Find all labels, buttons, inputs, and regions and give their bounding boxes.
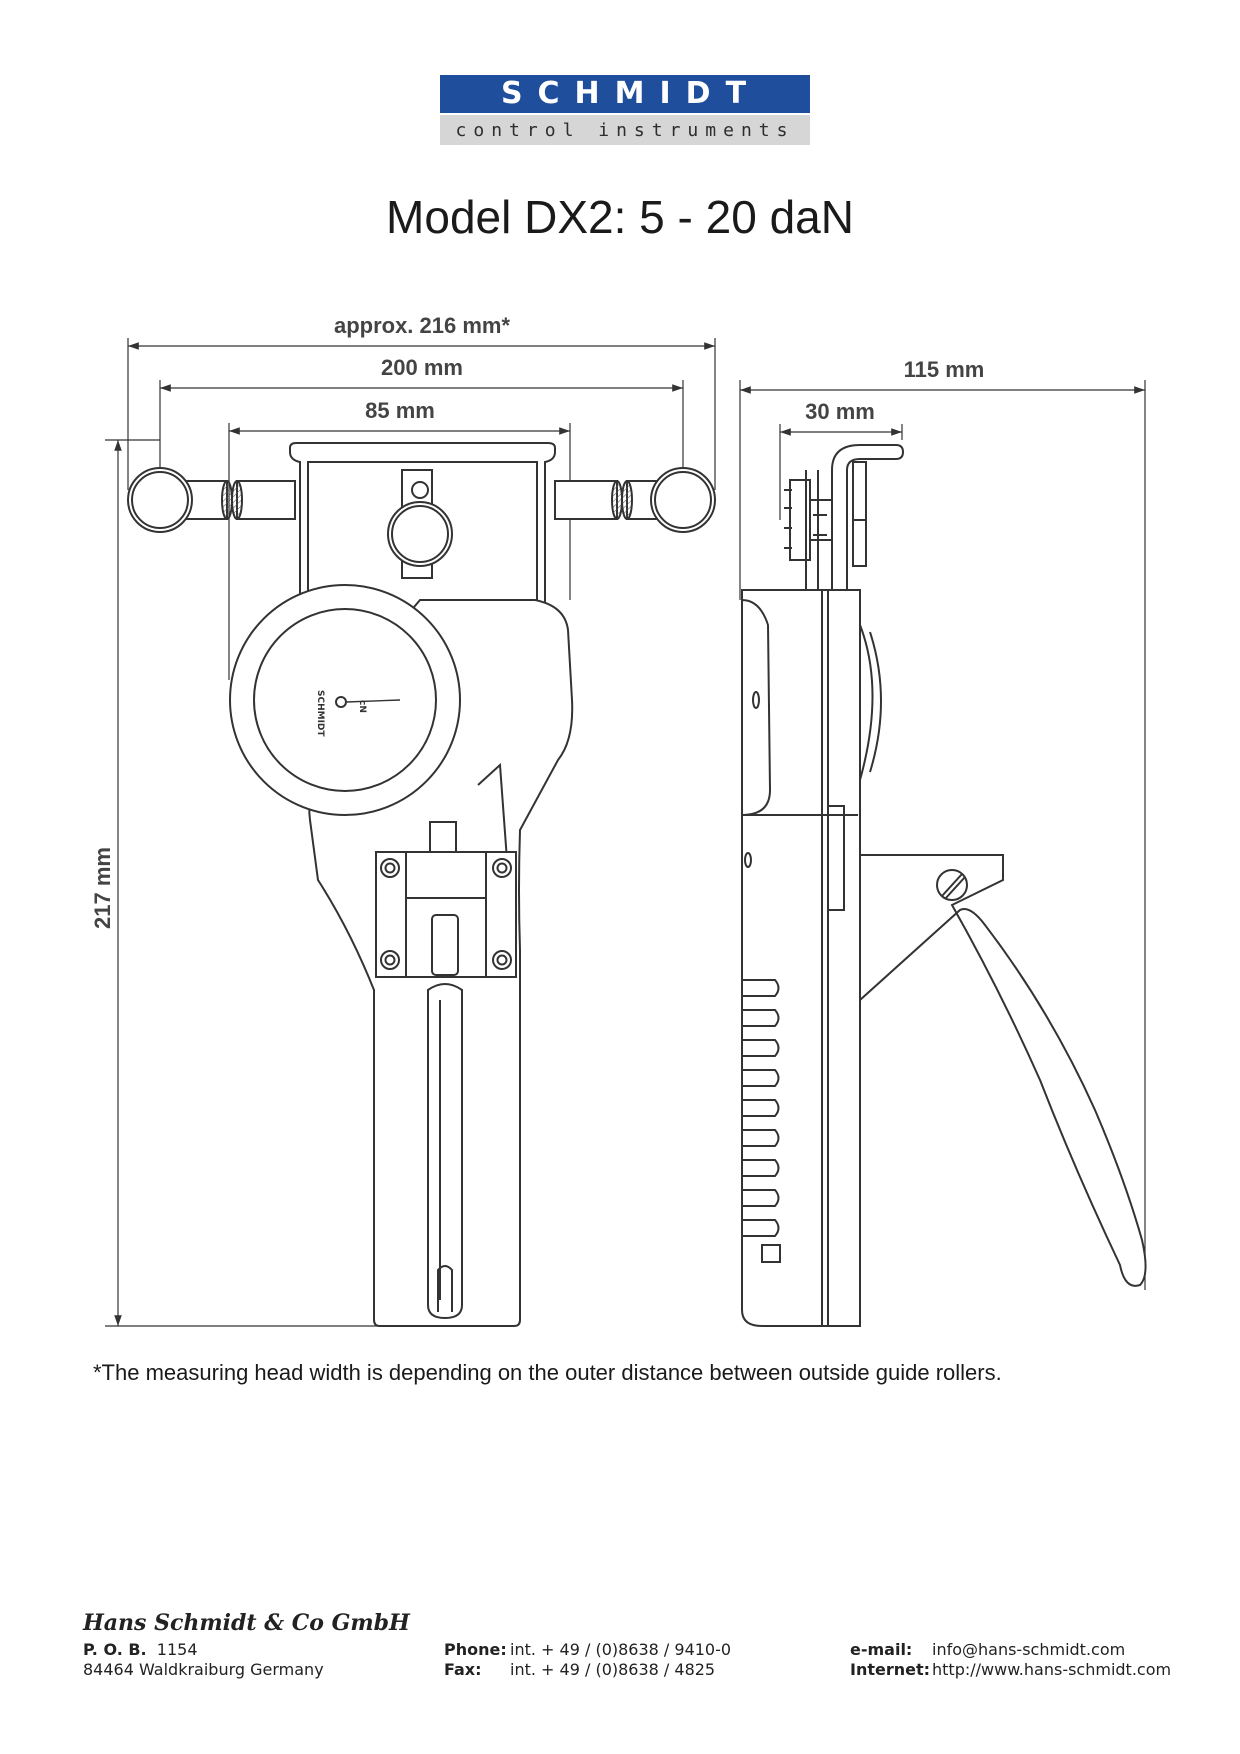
website-link[interactable]: http://www.hans-schmidt.com [932,1660,1172,1679]
contact-block: e-mail: info@hans-schmidt.com Internet:ht… [850,1640,1171,1680]
dim-bracket-width: 85 mm [365,398,435,423]
address-block: P. O. B. 1154 84464 Waldkraiburg Germany [83,1640,324,1680]
internet-label: Internet: [850,1660,931,1679]
fax-label: Fax: [444,1660,482,1679]
company-name: Hans Schmidt & Co GmbH [83,1610,410,1636]
dial-brand: SCHMIDT [315,690,325,737]
front-view: SCHMIDT cN [127,442,716,1327]
dim-head-depth: 30 mm [805,399,875,424]
dim-height: 217 mm [90,847,115,929]
pob-label: P. O. B. [83,1640,147,1659]
schmidt-logo: SCHMIDT control instruments [440,75,810,145]
logo-tagline: control instruments [440,113,810,145]
side-view [741,444,1147,1327]
dim-depth: 115 mm [904,357,985,382]
email-link[interactable]: info@hans-schmidt.com [932,1640,1126,1659]
page-title: Model DX2: 5 - 20 daN [386,191,854,243]
dim-roller-span: 200 mm [381,355,463,380]
phone-value: int. + 49 / (0)8638 / 9410-0 [510,1640,732,1659]
dial-unit: cN [357,700,367,713]
address-line: 84464 Waldkraiburg Germany [83,1660,324,1679]
logo-brand: SCHMIDT [440,75,810,113]
fax-value: int. + 49 / (0)8638 / 4825 [510,1660,716,1679]
pob-value: 1154 [156,1640,198,1659]
phone-fax-block: Phone:int. + 49 / (0)8638 / 9410-0 Fax: i… [444,1640,731,1680]
dimension-lines [105,338,1146,1327]
dim-overall-width: approx. 216 mm* [334,313,511,338]
email-label: e-mail: [850,1640,913,1659]
phone-label: Phone: [444,1640,507,1659]
footnote: *The measuring head width is depending o… [93,1360,1002,1385]
